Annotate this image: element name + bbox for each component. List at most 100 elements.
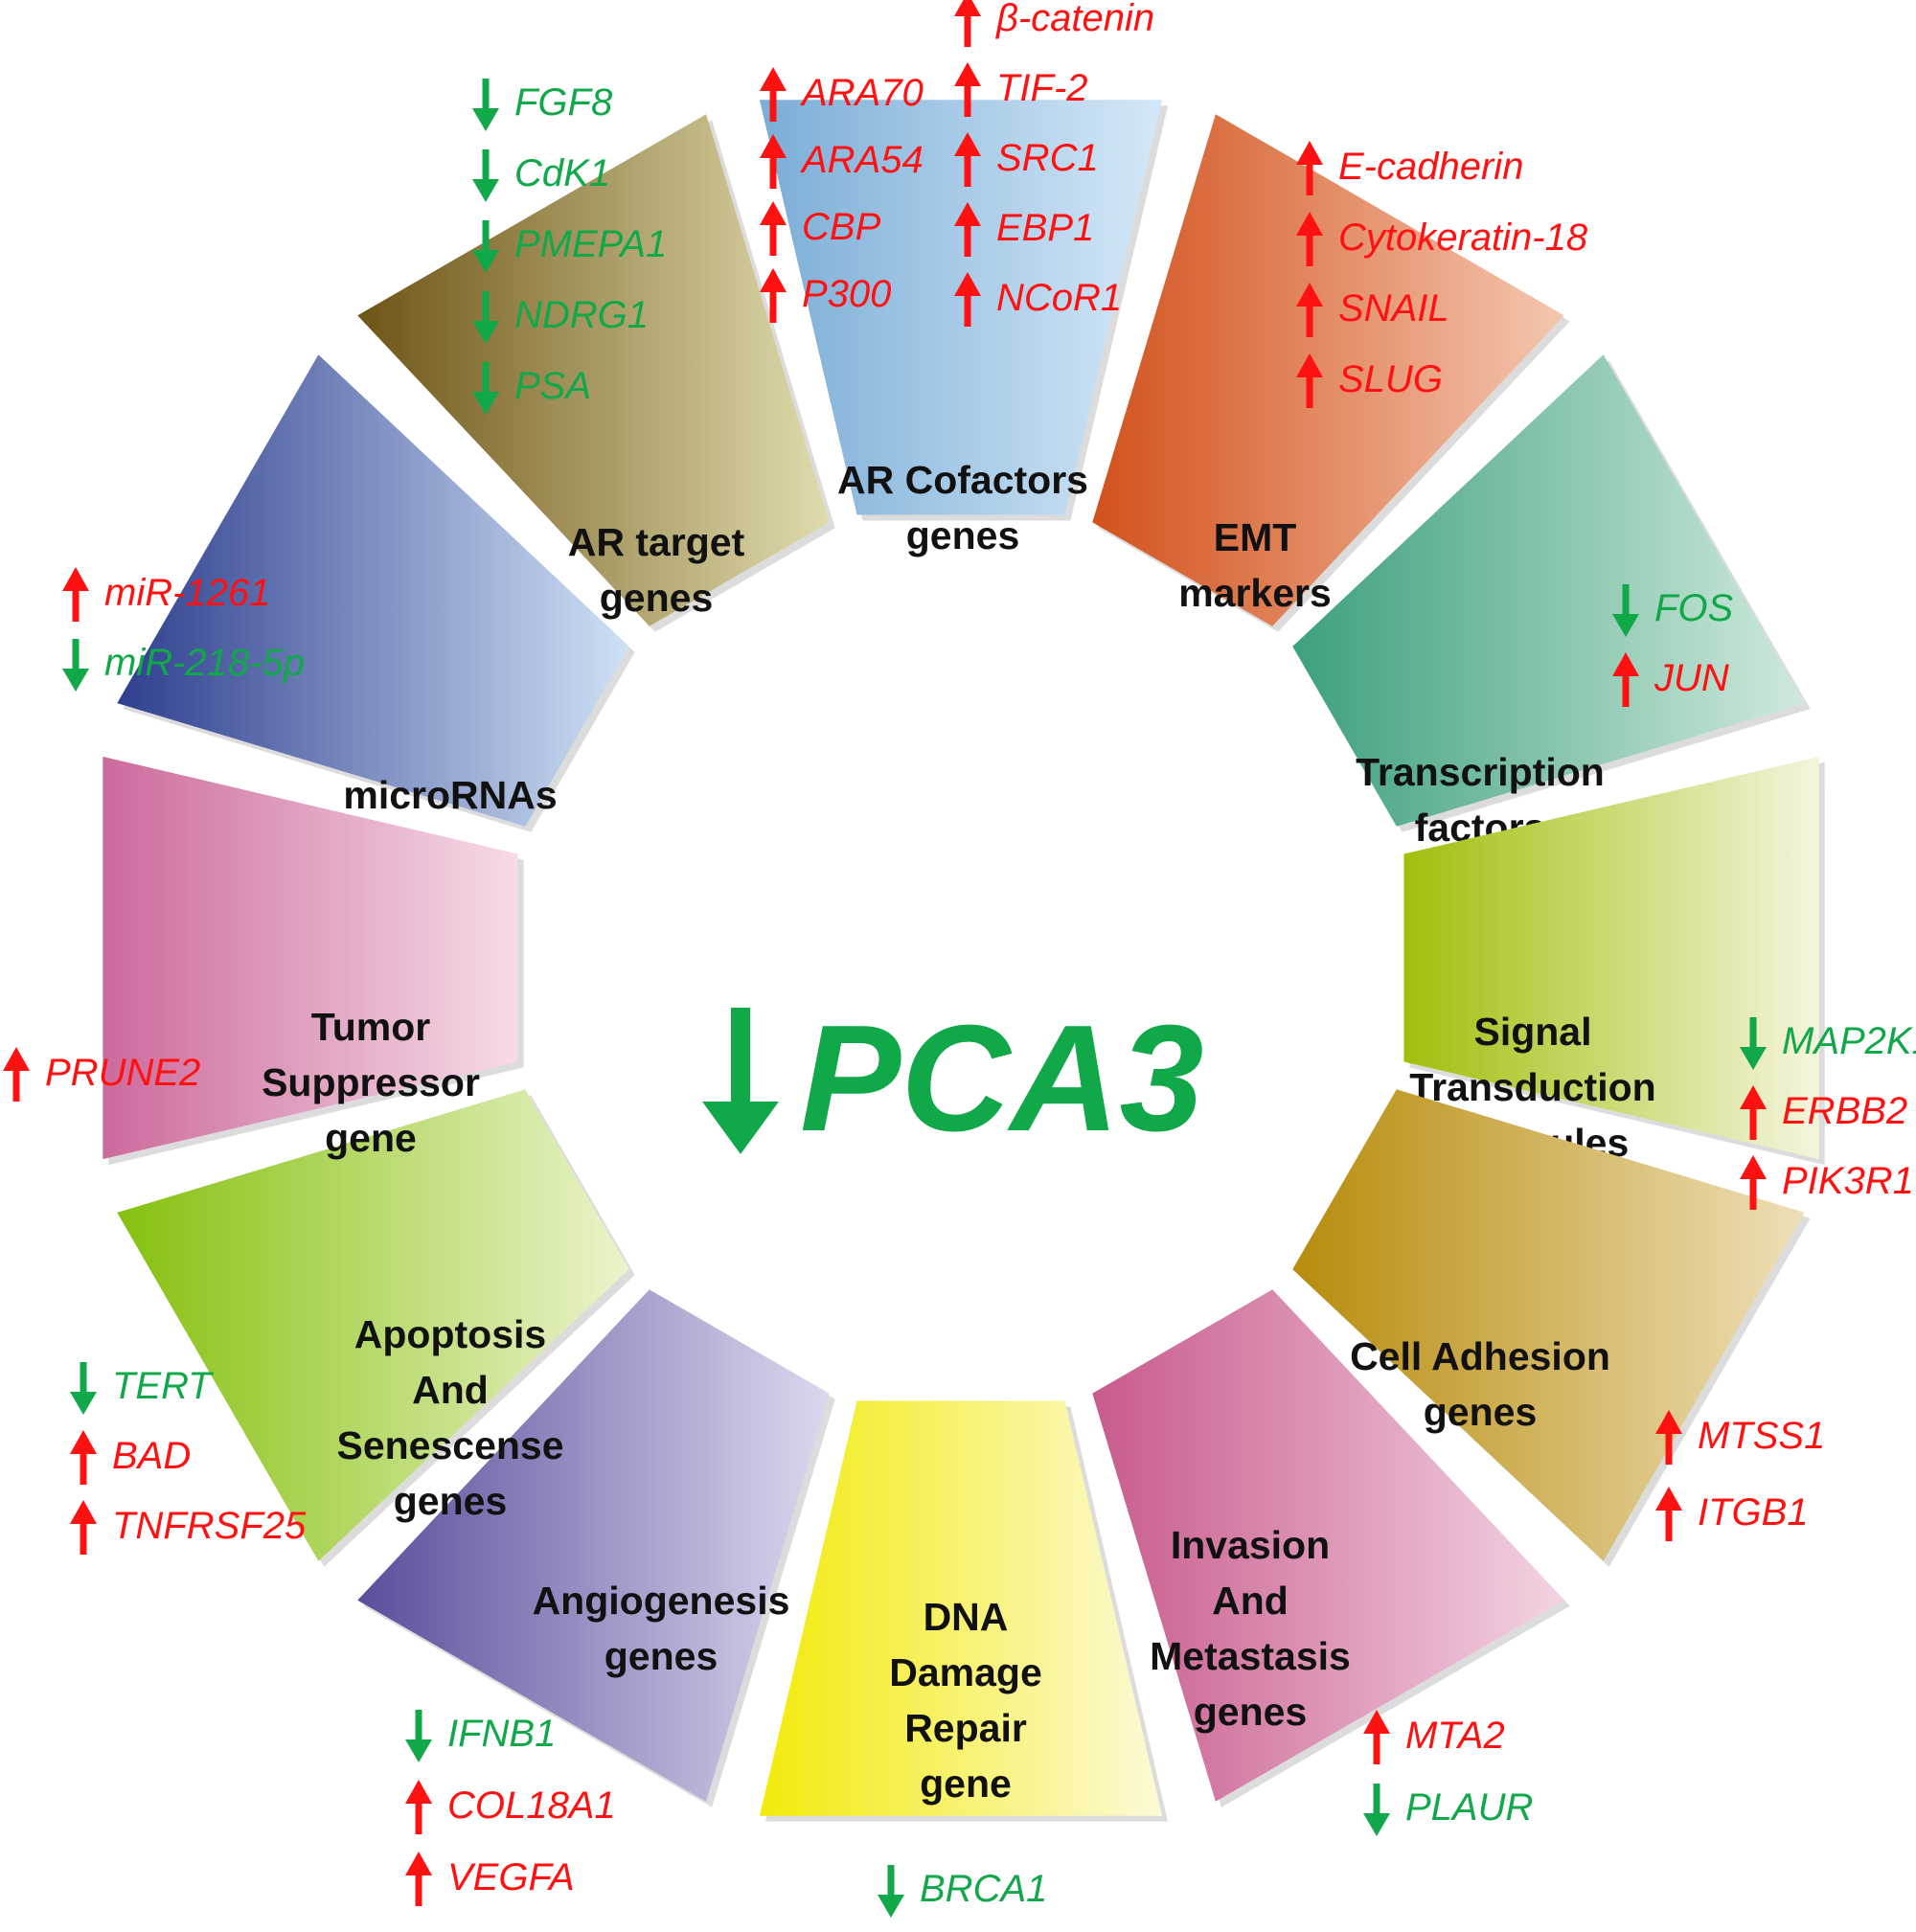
- segment-label-line: microRNAs: [343, 773, 557, 817]
- up-arrow-icon: [3, 1047, 30, 1102]
- segment-label-line: Tumor: [311, 1005, 431, 1049]
- segment-label-line: Metastasis: [1150, 1634, 1351, 1678]
- up-arrow-icon: [1612, 652, 1639, 707]
- segment-shape: [759, 100, 1163, 515]
- up-arrow-icon: [954, 132, 981, 187]
- gene-entry: P300: [760, 268, 891, 323]
- segment-label-line: Cell Adhesion: [1350, 1334, 1610, 1378]
- gene-entry: ARA54: [760, 134, 924, 189]
- up-arrow-icon: [1296, 353, 1323, 408]
- segment-label-line: And: [1212, 1579, 1289, 1623]
- gene-entry: PSA: [472, 362, 591, 415]
- segment-shape: [1292, 354, 1805, 827]
- gene-name: TIF-2: [996, 67, 1088, 109]
- gene-name: MTA2: [1405, 1715, 1505, 1757]
- segment-signal-transduction: SignalTransductionmolecules: [1403, 756, 1825, 1166]
- gene-name: FOS: [1654, 587, 1734, 629]
- up-arrow-icon: [1296, 212, 1323, 266]
- segment-label-line: DNA: [924, 1595, 1009, 1639]
- gene-entry: VEGFA: [405, 1852, 575, 1906]
- gene-entry: SNAIL: [1296, 283, 1449, 337]
- up-arrow-icon: [1655, 1410, 1682, 1465]
- segment-label-line: Signal: [1473, 1010, 1591, 1054]
- up-arrow-icon: [405, 1780, 432, 1834]
- down-arrow-icon: [1363, 1784, 1390, 1836]
- gene-entry: SRC1: [954, 132, 1099, 187]
- gene-name: CBP: [802, 206, 881, 248]
- segment-shape: [1092, 1289, 1564, 1802]
- up-arrow-icon: [954, 272, 981, 327]
- up-arrow-icon: [1363, 1710, 1390, 1764]
- gene-entry: PRUNE2: [3, 1047, 200, 1102]
- gene-name: SRC1: [996, 137, 1099, 179]
- segment-shape: [117, 354, 629, 827]
- gene-entry: IFNB1: [405, 1710, 556, 1762]
- gene-name: MTSS1: [1698, 1415, 1825, 1457]
- gene-entry: CBP: [760, 201, 881, 256]
- gene-entry: MAP2K1: [1740, 1017, 1916, 1070]
- gene-entry: TIF-2: [954, 62, 1088, 117]
- down-arrow-icon: [62, 639, 89, 692]
- segment-label-line: genes: [1194, 1690, 1308, 1734]
- segment-label-line: And: [412, 1368, 489, 1412]
- gene-name: SNAIL: [1338, 287, 1449, 330]
- up-arrow-icon: [62, 567, 89, 622]
- segment-label-line: genes: [600, 576, 714, 620]
- gene-entry: PMEPA1: [472, 220, 667, 273]
- gene-entry: BAD: [70, 1430, 191, 1485]
- gene-entry: EBP1: [954, 202, 1094, 257]
- gene-entry: miR-218-5p: [62, 639, 305, 692]
- gene-name: PSA: [514, 365, 591, 407]
- gene-name: BAD: [112, 1435, 191, 1477]
- up-arrow-icon: [1296, 141, 1323, 195]
- segment-shape: [103, 756, 518, 1160]
- gene-name: PLAUR: [1405, 1786, 1533, 1829]
- gene-entry: TNFRSF25: [70, 1500, 307, 1555]
- up-arrow-icon: [1740, 1085, 1767, 1140]
- gene-entry: Cytokeratin-18: [1296, 212, 1588, 266]
- segment-label-line: markers: [1178, 571, 1332, 615]
- segment-shape: [1403, 756, 1819, 1160]
- down-arrow-icon: [472, 362, 499, 415]
- down-arrow-icon: [472, 79, 499, 131]
- down-arrow-icon: [1740, 1017, 1767, 1070]
- gene-entry: COL18A1: [405, 1780, 616, 1834]
- segment-label-line: genes: [1424, 1390, 1538, 1434]
- gene-name: CdK1: [514, 152, 610, 194]
- down-arrow-icon: [1612, 584, 1639, 637]
- down-arrow-icon: [878, 1865, 904, 1918]
- segment-label-line: EMT: [1214, 515, 1297, 559]
- segment-label-line: Senescense: [336, 1423, 563, 1467]
- gene-entry: NDRG1: [472, 291, 649, 344]
- gene-name: TERT: [112, 1365, 214, 1407]
- down-arrow-icon: [70, 1362, 97, 1415]
- gene-name: NCoR1: [996, 277, 1122, 319]
- segment-cell-adhesion: Cell Adhesion genes: [1292, 1089, 1811, 1567]
- gene-entry: NCoR1: [954, 272, 1122, 327]
- gene-name: EBP1: [996, 207, 1094, 249]
- up-arrow-icon: [954, 202, 981, 257]
- gene-entry: ARA70: [760, 67, 924, 122]
- center: PCA3: [702, 994, 1203, 1163]
- segment-label-line: Transcription: [1356, 750, 1605, 794]
- down-arrow-icon: [472, 149, 499, 202]
- gene-name: PRUNE2: [45, 1052, 200, 1094]
- gene-entry: E-cadherin: [1296, 141, 1523, 195]
- segment-label-line: gene: [325, 1116, 417, 1160]
- down-arrow-icon: [405, 1710, 432, 1762]
- gene-name: Cytokeratin-18: [1338, 216, 1588, 259]
- gene-entry: ITGB1: [1655, 1487, 1809, 1541]
- segment-label-line: genes: [394, 1479, 508, 1523]
- up-arrow-icon: [70, 1500, 97, 1555]
- segment-label-line: Angiogenesis: [533, 1579, 790, 1623]
- segment-emt-markers: EMT markers: [1092, 114, 1570, 632]
- gene-name: β-catenin: [995, 0, 1154, 39]
- segment-micrornas: microRNAs: [117, 354, 635, 832]
- gene-entry: MTA2: [1363, 1710, 1505, 1764]
- gene-entry: β-catenin: [954, 0, 1154, 47]
